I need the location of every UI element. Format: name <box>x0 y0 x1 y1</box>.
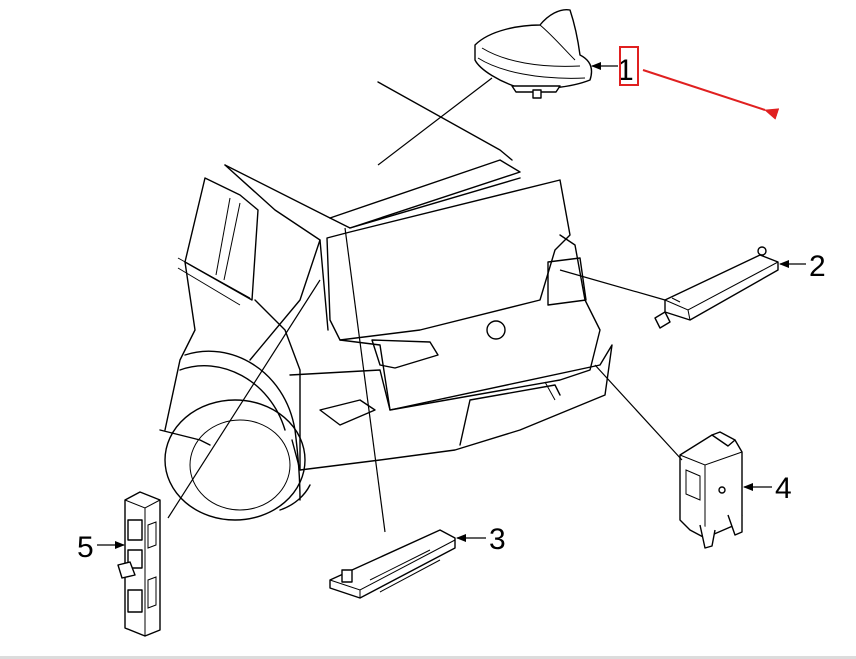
callout-4-label[interactable]: 4 <box>775 472 792 505</box>
callout-5-label: 5 <box>77 531 94 564</box>
highlight-box <box>619 46 639 86</box>
vehicle-rear-outline <box>159 81 613 521</box>
callout-3-label[interactable]: 3 <box>489 523 506 556</box>
part-2-module[interactable] <box>654 246 779 329</box>
bottom-divider <box>0 656 856 659</box>
callout-2-label[interactable]: 2 <box>809 250 826 283</box>
part-3-module[interactable] <box>329 529 456 599</box>
callout-arrows <box>97 62 806 549</box>
callout-1-label[interactable]: 1 <box>617 54 634 87</box>
highlight-arrow <box>642 69 780 120</box>
part-1-roof-antenna[interactable] <box>474 8 593 99</box>
part-4-control-unit[interactable] <box>679 431 743 549</box>
part-5-bracket-module[interactable] <box>117 491 161 637</box>
